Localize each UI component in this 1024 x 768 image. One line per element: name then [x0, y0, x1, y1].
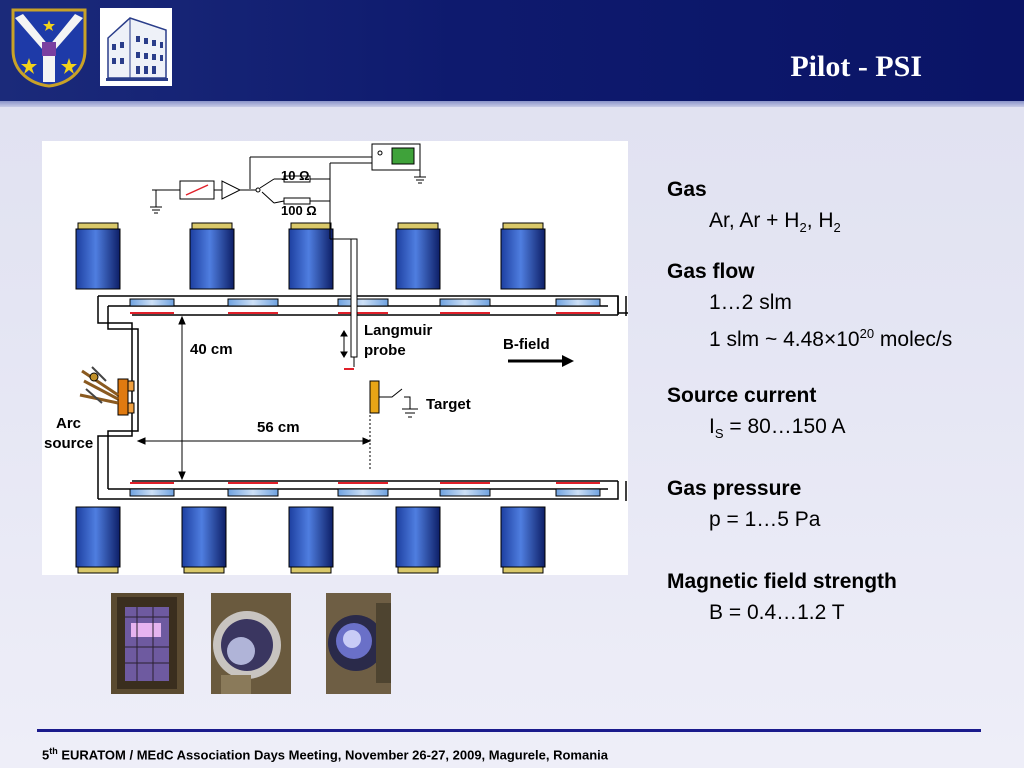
footer-divider [37, 729, 981, 732]
bfield-arrow [508, 355, 574, 367]
coat-of-arms-logo [11, 8, 87, 88]
photo-vacuum-port [211, 593, 291, 694]
label-arc: Arc [56, 415, 81, 432]
gas-pressure-value: p = 1…5 Pa [709, 508, 821, 531]
header-divider [0, 101, 1024, 107]
bottom-magnet-coils [75, 506, 546, 574]
photo-source-plasma [111, 593, 184, 694]
label-40cm: 40 cm [190, 341, 233, 358]
label-r100: 100 Ω [281, 203, 317, 218]
top-magnet-coils [75, 222, 546, 290]
gas-flow-conversion: 1 slm ~ 4.48×1020 molec/s [709, 326, 953, 351]
label-probe: probe [364, 342, 406, 359]
gas-flow-range: 1…2 slm [709, 291, 792, 314]
footer-text: 5th EURATOM / MEdC Association Days Meet… [42, 746, 608, 763]
label-56cm: 56 cm [257, 419, 300, 436]
gas-value: Ar, Ar + H2, H2 [709, 209, 841, 236]
gas-heading: Gas [667, 178, 707, 201]
building-logo [100, 8, 172, 86]
photo-plasma-glow [326, 593, 391, 694]
top-windows [129, 298, 601, 314]
magnetic-field-heading: Magnetic field strength [667, 570, 897, 593]
label-target: Target [426, 396, 471, 413]
source-current-heading: Source current [667, 384, 817, 407]
label-r10: 10 Ω [281, 168, 310, 183]
gas-pressure-heading: Gas pressure [667, 477, 802, 500]
bottom-windows [129, 482, 601, 497]
gas-flow-heading: Gas flow [667, 260, 755, 283]
psi-schematic-diagram: 10 Ω 100 Ω 40 cm 56 cm Langmuir probe B-… [42, 141, 628, 575]
probe-electronics [150, 143, 426, 240]
magnetic-field-value: B = 0.4…1.2 T [709, 601, 845, 624]
label-source: source [44, 435, 93, 452]
source-current-value: IS = 80…150 A [709, 415, 846, 442]
parameters-list: Gas Ar, Ar + H2, H2 Gas flow 1…2 slm 1 s… [667, 176, 1017, 630]
arc-source [79, 366, 135, 416]
label-bfield: B-field [503, 336, 550, 353]
target-plate [369, 380, 418, 418]
page-title: Pilot - PSI [790, 50, 922, 83]
label-langmuir: Langmuir [364, 322, 432, 339]
